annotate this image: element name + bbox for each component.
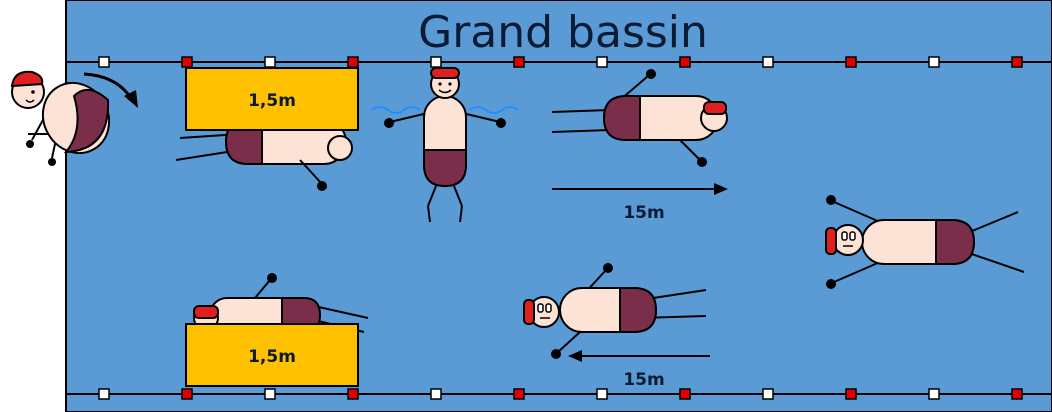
distance-label-right: 15m	[623, 203, 664, 223]
diagram-title: Grand bassin	[418, 7, 708, 58]
dive-arrow-icon	[83, 72, 138, 108]
swimmer-treading-water	[371, 67, 519, 223]
lane-float	[762, 56, 774, 68]
lane-float	[1011, 388, 1023, 400]
lane-float	[762, 388, 774, 400]
board-label-bottom: 1,5m	[248, 347, 296, 367]
lane-float	[181, 388, 193, 400]
swimmer-diving	[10, 70, 111, 166]
diving-board-bottom: 1,5m	[185, 323, 359, 387]
lane-float	[679, 388, 691, 400]
lane-float	[98, 56, 110, 68]
swimmer-backstroke-right	[551, 69, 728, 167]
lane-float	[98, 388, 110, 400]
lane-float	[347, 56, 359, 68]
lane-float	[347, 388, 359, 400]
swimmer-backstroke-left-right-side	[825, 195, 1025, 289]
distance-label-left: 15m	[623, 370, 664, 390]
distance-arrow-right: 15m	[552, 183, 728, 223]
lane-float	[845, 56, 857, 68]
lane-float	[928, 388, 940, 400]
lane-float	[264, 56, 276, 68]
lane-float	[181, 56, 193, 68]
lane-float	[513, 388, 525, 400]
lane-float	[264, 388, 276, 400]
lane-float	[928, 56, 940, 68]
lane-float	[596, 56, 608, 68]
lane-float	[430, 56, 442, 68]
swimmer-backstroke-left-bottom	[523, 263, 707, 359]
lane-float	[1011, 56, 1023, 68]
lane-float	[596, 388, 608, 400]
bottom-lane-rope	[66, 388, 1052, 400]
distance-arrow-left: 15m	[568, 350, 710, 390]
diving-board-top: 1,5m	[185, 67, 359, 131]
lane-float	[430, 388, 442, 400]
lane-float	[513, 56, 525, 68]
lane-float	[845, 388, 857, 400]
board-label-top: 1,5m	[248, 91, 296, 111]
lane-float	[679, 56, 691, 68]
